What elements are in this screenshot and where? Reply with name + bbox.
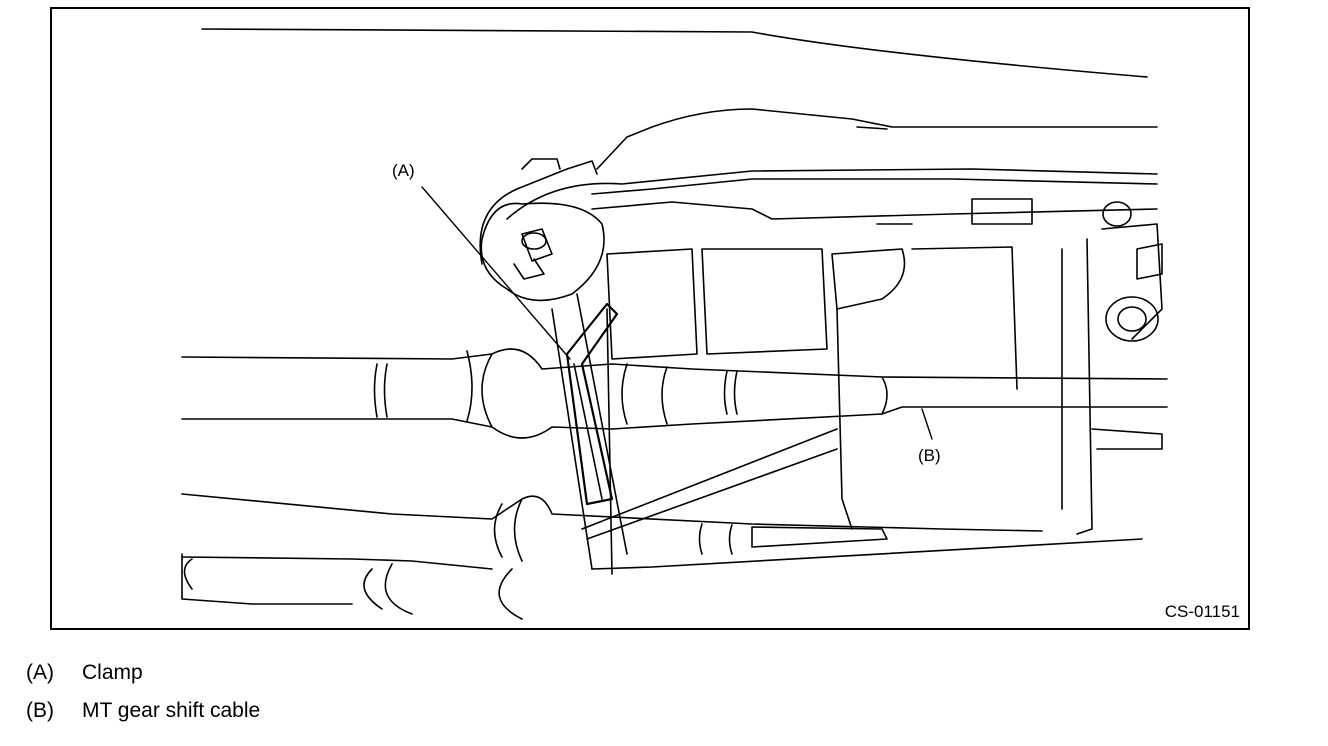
housing-rail: [506, 168, 1158, 220]
leader-line-b: [921, 408, 933, 440]
legend-key: (B): [26, 699, 54, 722]
bracket-arm: [551, 293, 628, 575]
bolt-right: [1101, 223, 1163, 340]
legend-label: Clamp: [82, 661, 143, 684]
cable-boot-upper: [481, 353, 493, 428]
legend-key: (A): [26, 661, 54, 684]
legend-item-a: (A) Clamp: [26, 662, 143, 683]
clamp: [565, 302, 619, 506]
figure-frame: (A) (B) CS-01151: [50, 7, 1250, 630]
gear-shift-cable-illustration: [181, 28, 1168, 620]
housing-upper-body: [596, 108, 1158, 170]
cable-outer-upper: [181, 348, 1168, 380]
cable-boot-lower: [181, 553, 383, 610]
bolt-head-left: [521, 228, 553, 262]
callout-label-b: (B): [918, 446, 941, 465]
legend-item-b: (B) MT gear shift cable: [26, 700, 260, 721]
housing-top-edge: [201, 28, 1148, 78]
cable-outer-lower: [181, 493, 1043, 532]
frame-panel: [606, 248, 698, 360]
bracket-boss: [480, 202, 605, 302]
figure-id: CS-01151: [1164, 602, 1240, 621]
legend-label: MT gear shift cable: [82, 699, 261, 722]
callout-label-a: (A): [392, 161, 415, 180]
leader-line-a: [421, 186, 571, 360]
